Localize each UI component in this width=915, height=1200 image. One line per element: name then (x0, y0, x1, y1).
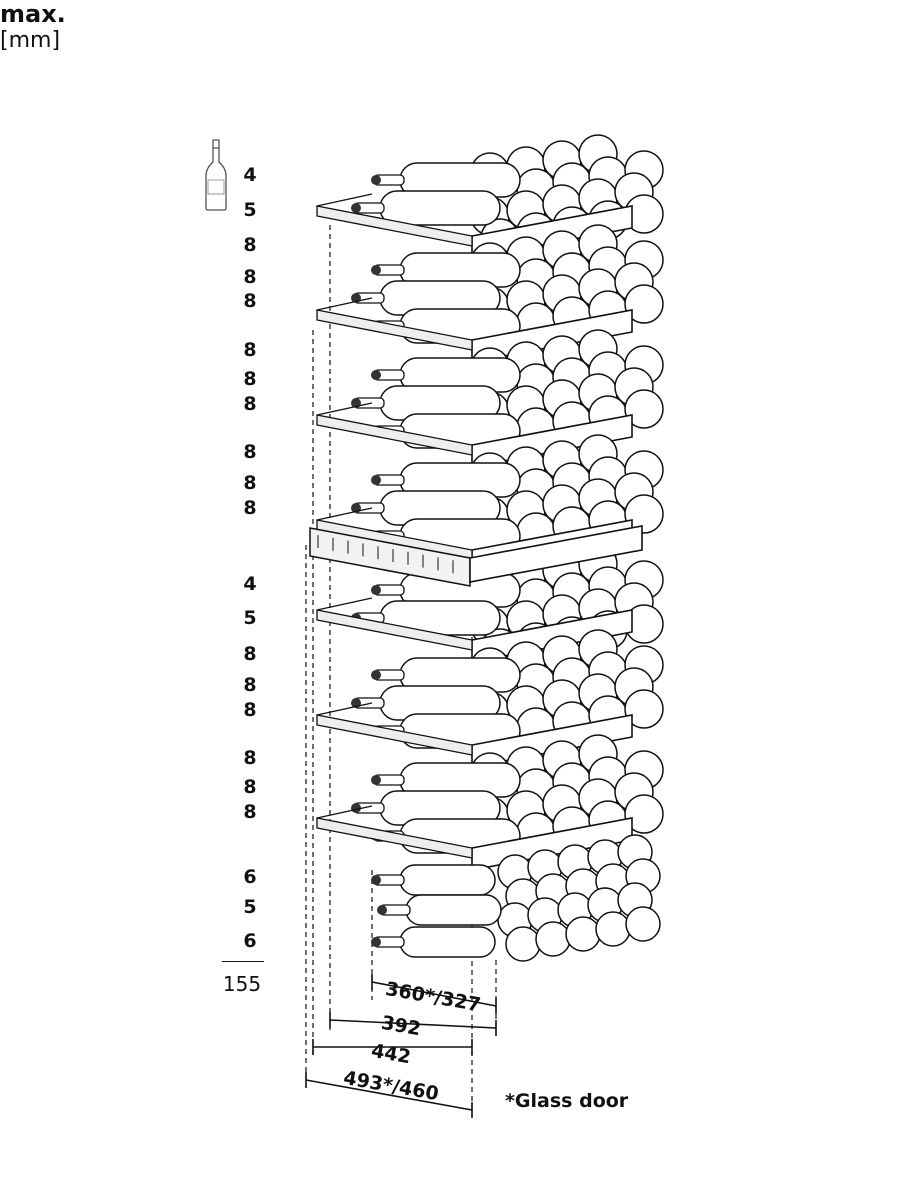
bottle (351, 190, 501, 226)
dimension-d3: 442 (312, 1039, 473, 1069)
capacity-count: 6 (243, 866, 257, 888)
capacity-count: 8 (243, 643, 257, 665)
max-label: max. (0, 0, 66, 28)
capacity-count: 4 (243, 164, 257, 186)
compartment (316, 629, 664, 768)
footnote: *Glass door (505, 1090, 629, 1112)
capacity-count: 8 (243, 472, 257, 494)
bottle (371, 864, 496, 896)
bottle (371, 162, 521, 198)
compartment (316, 734, 664, 871)
dimension-d4: 493*/460 (305, 1067, 473, 1118)
dimension-label: 360*/327 (384, 978, 483, 1016)
capacity-count: 8 (243, 234, 257, 256)
capacity-count: 8 (243, 266, 257, 288)
bottle (371, 462, 521, 498)
bottom-compartment (371, 834, 661, 962)
capacity-count: 8 (243, 339, 257, 361)
capacity-count: 5 (243, 896, 257, 918)
bottle (371, 357, 521, 393)
capacity-count: 5 (243, 607, 257, 629)
capacity-count: 6 (243, 930, 257, 952)
compartment (316, 329, 664, 468)
dimension-d2: 392 (329, 1012, 497, 1041)
wine-bottle-icon (205, 139, 227, 211)
capacity-count: 4 (243, 573, 257, 595)
capacity-count: 8 (243, 441, 257, 463)
capacity-count: 5 (243, 199, 257, 221)
bottle (371, 657, 521, 693)
capacity-count: 8 (243, 368, 257, 390)
capacity-count: 8 (243, 801, 257, 823)
total-divider (222, 961, 264, 962)
bottle (371, 926, 496, 958)
dimension-label: 392 (380, 1012, 423, 1041)
compartment (316, 224, 664, 363)
dimension-label: 493*/460 (342, 1067, 441, 1105)
shelf-stack (309, 134, 664, 962)
bottle (351, 280, 501, 316)
dimension-label: 442 (370, 1040, 413, 1069)
capacity-count: 8 (243, 699, 257, 721)
capacity-count: 8 (243, 674, 257, 696)
divider-shelf (309, 525, 643, 587)
dimension-d1: 360*/327 (371, 974, 497, 1016)
capacity-count: 8 (243, 776, 257, 798)
capacity-count: 8 (243, 497, 257, 519)
unit-label: [mm] (0, 28, 61, 53)
bottle (371, 572, 521, 608)
bottle (377, 894, 502, 926)
total-capacity: 155 (222, 972, 262, 996)
compartment (316, 434, 664, 573)
capacity-count: 8 (243, 393, 257, 415)
bottle (371, 252, 521, 288)
capacity-count: 8 (243, 747, 257, 769)
capacity-count: 8 (243, 290, 257, 312)
